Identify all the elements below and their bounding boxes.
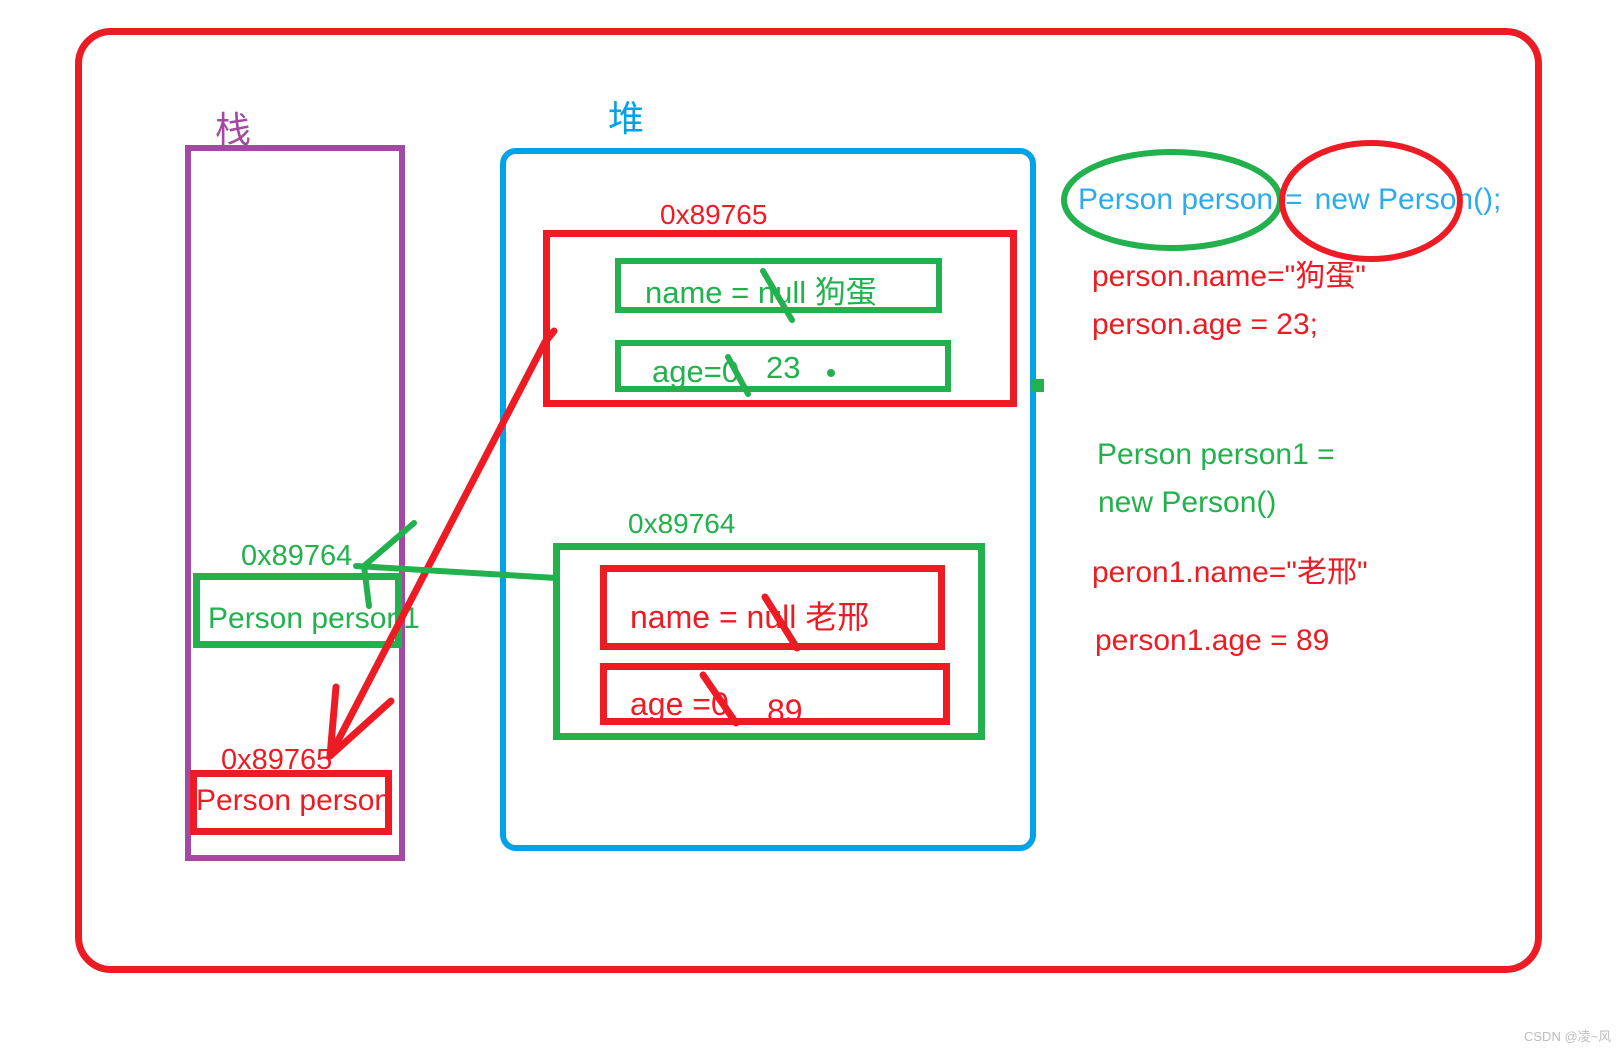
code-decl-equals: = [1285, 183, 1303, 216]
code-line-decl1-part1: Person person1 = [1097, 438, 1335, 471]
strikethrough-person1-age0 [699, 671, 740, 727]
heap-person-age-field-box [615, 340, 951, 392]
stack-person1-variable-text: Person person1 [208, 602, 420, 635]
heap-object-person1-box [553, 543, 985, 740]
heap-person-age-new-value: 23 [766, 350, 801, 385]
heap-person1-age-new-value: 89 [767, 693, 803, 729]
stack-region-box [185, 145, 405, 861]
code-line-set-name1: peron1.name="老邢" [1092, 556, 1368, 589]
stack-variable-ellipse [1061, 149, 1283, 251]
person-reference-arrowhead [326, 683, 395, 760]
code-decl-lhs: Person person [1078, 183, 1274, 216]
new-object-ellipse [1279, 140, 1463, 262]
heap-region-box [500, 148, 1036, 851]
stack-person-variable-text: Person person [196, 784, 392, 817]
code-line-set-age: person.age = 23; [1092, 308, 1319, 341]
heap-person-age-field-text: age=0 [652, 354, 740, 389]
strikethrough-person-null [760, 268, 795, 323]
heap-title: 堆 [608, 98, 645, 139]
heap-person-address-label: 0x89765 [660, 199, 768, 230]
code-line-set-age1: person1.age = 89 [1095, 624, 1330, 657]
stack-entry-person1-box [193, 573, 402, 648]
code-line-set-name: person.name="狗蛋" [1092, 260, 1366, 293]
stack-title: 栈 [215, 109, 252, 150]
heap-border-pen-mark [1031, 379, 1044, 392]
watermark: CSDN @凌~风 [1524, 1029, 1612, 1044]
heap-person-name-field-box [615, 258, 942, 313]
heap-person1-name-field-box [600, 565, 945, 650]
stack-person1-address-label: 0x89764 [241, 540, 353, 572]
stack-entry-person-box [190, 770, 392, 835]
heap-object-person-box [543, 230, 1017, 407]
code-line-decl1-part2: new Person() [1098, 486, 1277, 519]
heap-person-name-field-text: name = null 狗蛋 [645, 275, 877, 310]
heap-person1-age-field-box [600, 663, 950, 725]
heap-person1-address-label: 0x89764 [628, 508, 736, 539]
pen-dot [827, 369, 835, 377]
code-decl-rhs: new Person(); [1314, 183, 1502, 216]
strikethrough-person-age0 [725, 354, 751, 397]
strikethrough-person1-null [761, 593, 801, 652]
person1-reference-arrow [353, 563, 559, 581]
person-reference-arrow [326, 327, 558, 760]
stack-person-address-label: 0x89765 [221, 744, 333, 776]
heap-person1-name-field-text: name = null 老邢 [630, 599, 870, 635]
code-line-declaration: Person person = new Person(); [1078, 183, 1501, 217]
outer-frame [75, 28, 1542, 973]
person1-reference-arrowhead [361, 520, 417, 609]
